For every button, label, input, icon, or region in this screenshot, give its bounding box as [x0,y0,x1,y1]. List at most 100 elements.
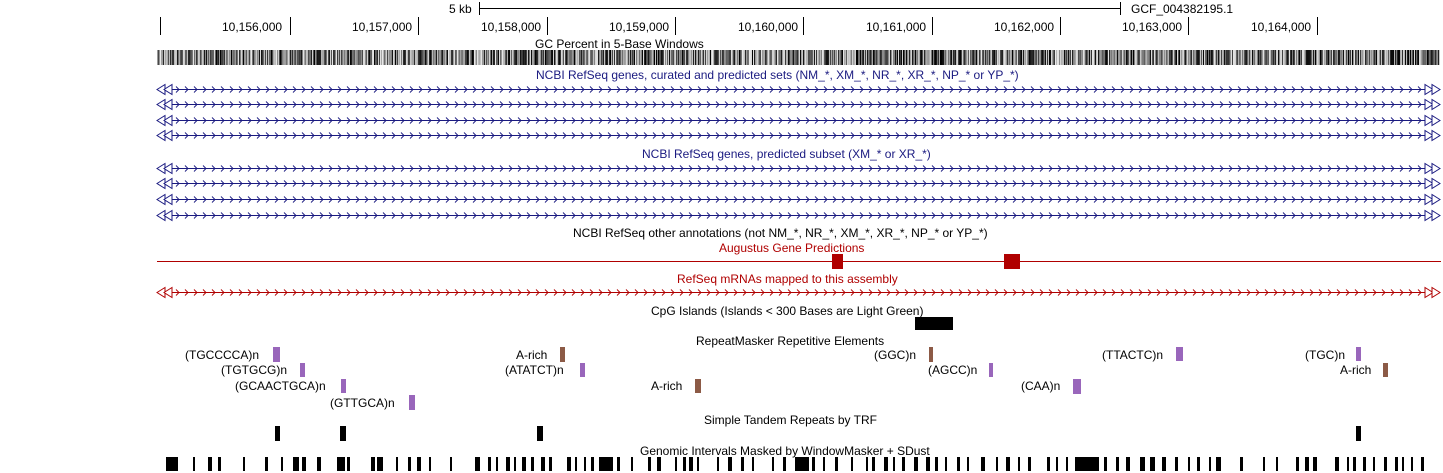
repeat-label[interactable]: A-rich [1340,363,1372,377]
chevron-right-icon [751,289,756,296]
track-title-refseq-predicted[interactable]: NCBI RefSeq genes, predicted subset (XM_… [642,147,931,161]
chevron-right-icon [1318,289,1323,296]
chevron-right-icon [1381,196,1386,203]
chevron-right-icon [1282,196,1287,203]
gc-percent-bar [357,50,358,65]
gc-percent-bar [413,50,414,65]
repeat-label[interactable]: (ATATCT)n [505,363,564,377]
chevron-right-icon [445,196,450,203]
gc-percent-bar [404,50,405,65]
chevron-right-icon [1030,101,1035,108]
chevron-right-icon [499,289,504,296]
gc-percent-bar [596,50,597,65]
track-title-cpg-islands[interactable]: CpG Islands (Islands < 300 Bases are Lig… [651,304,924,318]
chevron-right-icon [1084,165,1089,172]
gc-percent-bar [558,50,559,65]
chevron-right-icon [310,289,315,296]
windowmasker-block [371,457,375,471]
windowmasker-block [772,457,774,471]
gc-percent-bar [528,50,529,65]
chevron-right-icon [328,117,333,124]
gc-percent-bar [359,50,360,65]
chevron-right-icon [850,117,855,124]
gc-percent-bar [236,50,237,65]
chevron-right-icon [445,212,450,219]
track-title-gc-percent[interactable]: GC Percent in 5-Base Windows [535,37,704,51]
gc-percent-bar [579,50,580,65]
chevron-right-icon [481,101,486,108]
track-title-refseq-curated[interactable]: NCBI RefSeq genes, curated and predicted… [536,68,1019,82]
gc-percent-bar [716,50,717,65]
chevron-right-icon [1183,86,1188,93]
chevron-right-icon [202,86,207,93]
gc-percent-bar [644,50,645,65]
repeat-label[interactable]: (GTTGCA)n [330,396,395,410]
chevron-right-icon [616,86,621,93]
gc-percent-bar [709,50,710,65]
repeat-label[interactable]: (TTACTC)n [1102,348,1164,362]
repeat-label[interactable]: (GCAACTGCA)n [235,379,326,393]
chevron-right-icon [283,132,288,139]
chevron-right-icon [661,180,666,187]
repeat-label[interactable]: (TGC)n [1305,348,1345,362]
gc-percent-bar [573,50,574,65]
gc-percent-bar [628,50,629,65]
chevron-right-icon [490,101,495,108]
windowmasker-block [752,457,754,471]
gc-percent-bar [1001,50,1002,65]
chevron-right-icon [1399,165,1404,172]
chevron-right-icon [1354,117,1359,124]
gc-percent-bar [654,50,655,65]
gc-percent-bar [1131,50,1132,65]
track-title-windowmasker[interactable]: Genomic Intervals Masked by WindowMasker… [640,444,930,458]
repeat-label[interactable]: (AGCC)n [928,363,978,377]
track-title-refseq-mrna[interactable]: RefSeq mRNAs mapped to this assembly [677,272,898,286]
chevron-right-icon [202,165,207,172]
chevron-right-icon [796,289,801,296]
chevron-right-icon [724,86,729,93]
windowmasker-block [1216,457,1221,471]
track-title-simple-repeats[interactable]: Simple Tandem Repeats by TRF [704,413,877,427]
track-title-repeatmasker[interactable]: RepeatMasker Repetitive Elements [696,334,885,348]
gc-percent-bar [948,50,949,65]
track-title-refseq-other[interactable]: NCBI RefSeq other annotations (not NM_*,… [573,226,988,240]
repeat-label[interactable]: (TGTGCG)n [221,363,287,377]
chevron-right-icon [1381,117,1386,124]
chevron-right-icon [1399,117,1404,124]
chevron-right-icon [490,165,495,172]
chevron-right-icon [526,196,531,203]
gc-percent-bar [264,50,265,65]
chevron-right-icon [553,165,558,172]
gc-percent-bar [202,50,203,65]
gc-percent-bar [1435,50,1436,65]
chevron-right-icon [976,180,981,187]
chevron-right-icon [796,196,801,203]
gc-percent-bar [1113,50,1114,65]
chevron-right-icon [256,196,261,203]
chevron-right-icon [1156,117,1161,124]
repeat-label[interactable]: A-rich [651,379,683,393]
gc-percent-bar [669,50,670,65]
gc-percent-bar [909,50,910,65]
gc-percent-bar [1306,50,1307,65]
repeat-label[interactable]: (CAA)n [1021,379,1061,393]
gc-percent-bar [1239,50,1240,65]
chevron-right-icon [1039,180,1044,187]
chevron-right-icon [1210,132,1215,139]
chevron-right-icon [1327,132,1332,139]
triangle-end-icon [1424,129,1434,142]
track-title-augustus[interactable]: Augustus Gene Predictions [719,241,865,255]
repeat-label[interactable]: A-rich [516,348,548,362]
chevron-right-icon [670,289,675,296]
repeat-label[interactable]: (TGCCCCA)n [185,348,259,362]
chevron-right-icon [706,132,711,139]
gc-percent-bar [1247,50,1248,65]
chevron-right-icon [337,132,342,139]
chevron-right-icon [373,101,378,108]
gc-percent-bar [525,50,526,65]
chevron-right-icon [589,132,594,139]
gc-percent-bar [1165,50,1166,65]
gc-percent-bar [1373,50,1374,65]
repeat-label[interactable]: (GGC)n [874,348,916,362]
